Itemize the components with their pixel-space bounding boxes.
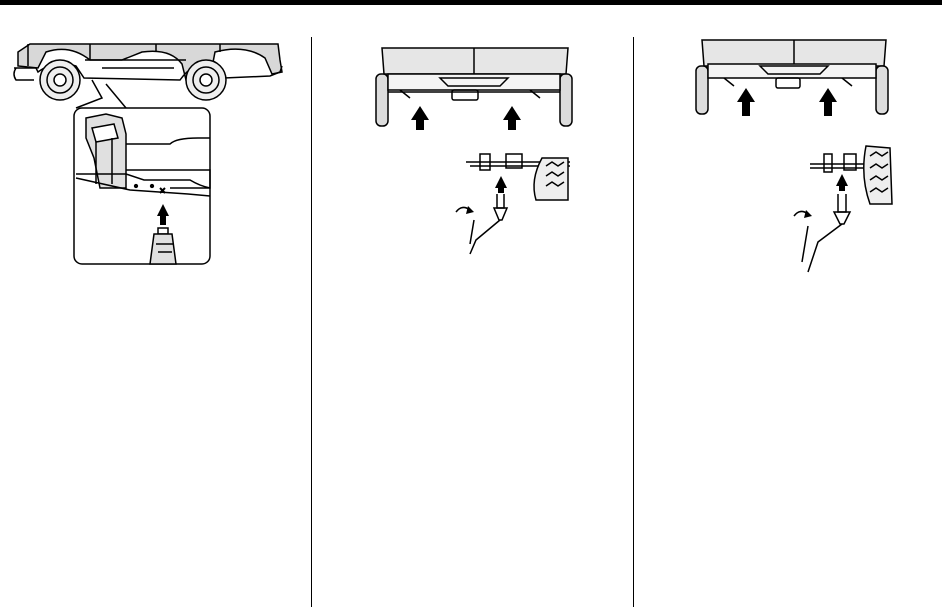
jack-under-axle-detail <box>456 154 570 254</box>
column-divider-1 <box>311 37 312 607</box>
vehicle-side-view <box>14 44 282 100</box>
jack-under-axle-detail <box>794 146 892 272</box>
top-rule <box>0 0 942 5</box>
vehicle-side-jack-point-illustration <box>10 38 300 268</box>
jack-point-detail-inset <box>74 108 210 264</box>
rear-view-vehicle <box>376 48 572 126</box>
rear-view-vehicle <box>696 40 888 114</box>
jack-point-arrows <box>411 106 521 130</box>
rear-axle-jack-points-a-illustration <box>370 44 590 258</box>
column-divider-2 <box>633 37 634 607</box>
jack-point-arrows <box>737 88 837 116</box>
rear-axle-jack-points-b-illustration <box>690 36 910 298</box>
callout-leader <box>76 80 126 108</box>
